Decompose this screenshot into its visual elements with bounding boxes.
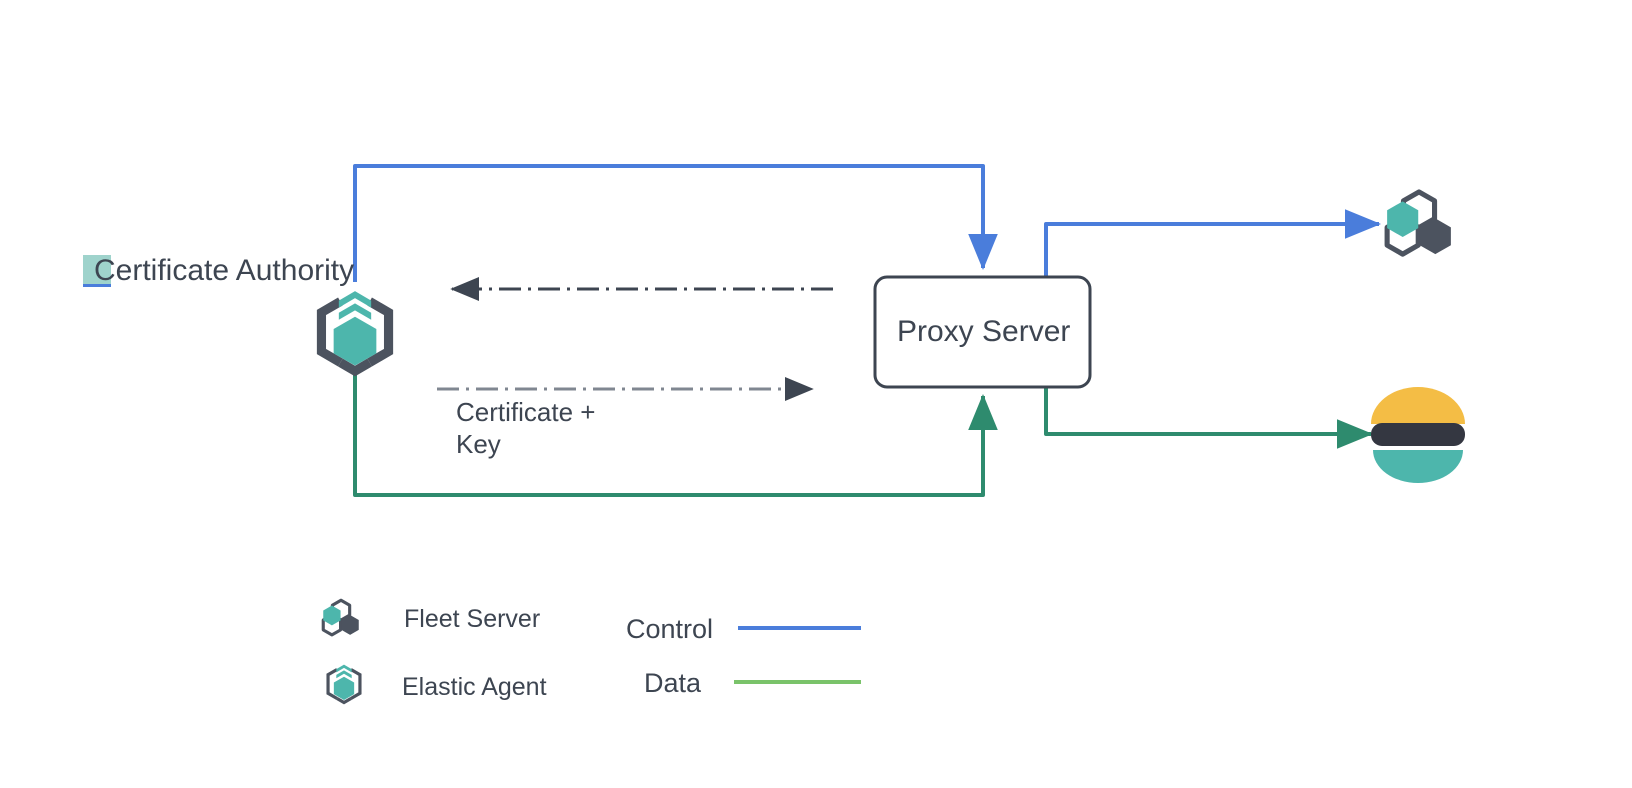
- edge-control-proxy-to-fleet: [1044, 209, 1381, 278]
- edge-data-proxy-to-elasticsearch: [1044, 384, 1373, 449]
- fleet-server-icon: [1384, 189, 1451, 257]
- proxy-server-box[interactable]: [873, 275, 1092, 389]
- elasticsearch-icon: [1371, 387, 1465, 483]
- legend-item-label-fleet-server: Fleet Server: [404, 605, 541, 633]
- certificate-authority-icon: [316, 291, 394, 377]
- edge-control-agent-to-proxy: [353, 164, 998, 282]
- edge-data-agent-to-proxy: [353, 370, 998, 497]
- legend-line-label-data: Data: [644, 668, 702, 698]
- certificate-authority-underline: [83, 284, 111, 287]
- legend-item-label-elastic-agent: Elastic Agent: [402, 673, 547, 701]
- certificate-authority-label: Certificate Authority: [94, 254, 355, 287]
- certificate-authority-highlight: [83, 255, 111, 284]
- legend-elastic-agent-icon: [326, 664, 362, 705]
- proxy-server-label: Proxy Server: [897, 315, 1071, 348]
- legend-fleet-server-icon: [321, 598, 359, 637]
- legend-line-label-control: Control: [626, 614, 714, 644]
- certificate-key-label: Certificate + Key: [456, 397, 596, 459]
